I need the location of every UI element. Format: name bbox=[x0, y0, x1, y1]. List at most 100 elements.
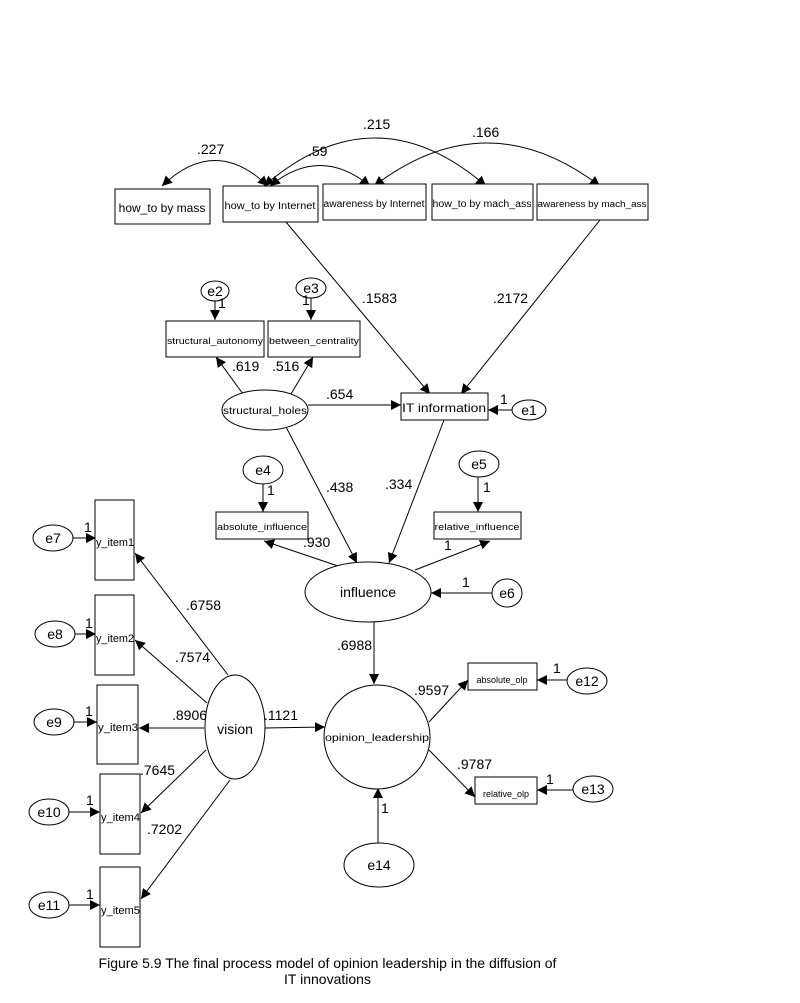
coef-vision-to-y4: .7645 bbox=[140, 762, 175, 778]
label-structural-autonomy: structural_autonomy bbox=[167, 336, 264, 346]
path-vision-to-y4 bbox=[140, 749, 207, 814]
weight-e5: 1 bbox=[483, 479, 491, 495]
box-it-information bbox=[400, 392, 489, 421]
box-relative-influence bbox=[433, 511, 522, 540]
error-e12 bbox=[566, 667, 608, 695]
label-how-to-mass: how_to by mass bbox=[119, 201, 206, 215]
latent-structural-holes bbox=[221, 389, 309, 431]
error-e13 bbox=[572, 775, 614, 803]
weight-e12: 1 bbox=[553, 660, 561, 676]
label-vision: vision bbox=[217, 721, 253, 737]
box-how-to-mass bbox=[114, 188, 211, 225]
path-vision-to-y2 bbox=[134, 639, 208, 704]
box-awareness-mach bbox=[536, 183, 649, 221]
path-ol-to-absolute-olp bbox=[428, 679, 469, 723]
coef-vision-to-y5: .7202 bbox=[147, 821, 182, 837]
box-how-to-mach bbox=[431, 183, 534, 221]
label-opinion-leadership: opinion_leadership bbox=[325, 733, 430, 744]
path-sh-to-autonomy bbox=[215, 356, 244, 395]
coef-awmach-to-it: .2172 bbox=[493, 290, 528, 306]
label-y-item1: y_item1 bbox=[96, 537, 134, 549]
weight-e11: 1 bbox=[86, 886, 94, 902]
path-influence-to-relative bbox=[414, 539, 491, 571]
coef-ol-to-absolute-olp: .9597 bbox=[414, 682, 449, 698]
cov-arc-mass-internet bbox=[161, 160, 269, 187]
label-y-item5: y_item5 bbox=[101, 905, 140, 917]
label-how-to-mach: how_to by mach_ass bbox=[433, 199, 532, 210]
error-e14 bbox=[343, 842, 415, 888]
label-e12: e12 bbox=[575, 673, 599, 689]
coef-vision-to-y1: .6758 bbox=[186, 597, 221, 613]
label-e14: e14 bbox=[367, 857, 391, 873]
weight-e1: 1 bbox=[500, 391, 508, 407]
label-e8: e8 bbox=[47, 626, 63, 642]
coef-sh-to-influence: .438 bbox=[326, 479, 353, 495]
weight-e13: 1 bbox=[546, 771, 554, 787]
weight-e6: 1 bbox=[462, 574, 470, 590]
weight-e10: 1 bbox=[86, 792, 94, 808]
error-e7 bbox=[32, 524, 74, 552]
label-between-centrality: between_centrality bbox=[269, 336, 360, 346]
box-y-item2 bbox=[94, 594, 135, 676]
weight-e2: 1 bbox=[218, 295, 226, 311]
weight-e7: 1 bbox=[84, 519, 92, 535]
cov-arc-howint-awint bbox=[269, 165, 371, 187]
coef-sh-to-autonomy: .619 bbox=[232, 358, 259, 374]
label-e9: e9 bbox=[46, 714, 62, 730]
coef-howint-to-it: .1583 bbox=[362, 290, 397, 306]
coef-cov-howint-awint: .59 bbox=[308, 143, 328, 159]
latent-influence bbox=[304, 561, 432, 623]
path-it-to-influence bbox=[387, 419, 445, 564]
label-e11: e11 bbox=[38, 897, 61, 913]
weight-e9: 1 bbox=[85, 703, 93, 719]
caption-line-2: IT innovations bbox=[284, 971, 371, 987]
box-y-item3 bbox=[96, 684, 139, 765]
label-awareness-mach: awareness by mach_ass bbox=[538, 199, 648, 209]
label-y-item3: y_item3 bbox=[98, 722, 138, 734]
label-relative-olp: relative_olp bbox=[483, 789, 529, 799]
coef-influence-to-absolute: .930 bbox=[303, 534, 330, 550]
box-y-item4 bbox=[99, 773, 141, 855]
box-absolute-olp bbox=[467, 662, 538, 691]
path-influence-to-absolute bbox=[263, 539, 339, 567]
path-vision-to-y1 bbox=[134, 552, 229, 676]
coef-cov-mass-internet: .227 bbox=[197, 141, 224, 157]
latent-vision bbox=[204, 674, 266, 780]
label-e7: e7 bbox=[45, 530, 61, 546]
box-absolute-influence bbox=[215, 511, 309, 540]
weight-e4: 1 bbox=[267, 482, 275, 498]
error-e11 bbox=[28, 891, 70, 919]
box-awareness-internet bbox=[322, 183, 427, 221]
box-relative-olp bbox=[474, 776, 538, 805]
path-ol-to-relative-olp bbox=[428, 749, 476, 798]
label-awareness-internet: awareness by Internet bbox=[324, 199, 425, 210]
error-e9 bbox=[33, 708, 75, 736]
label-y-item4: y_item4 bbox=[101, 812, 140, 824]
coef-sh-to-between: .516 bbox=[272, 358, 299, 374]
weight-e8: 1 bbox=[85, 615, 93, 631]
label-e1: e1 bbox=[521, 402, 537, 418]
label-e13: e13 bbox=[581, 781, 605, 797]
label-e10: e10 bbox=[37, 804, 61, 820]
label-e3: e3 bbox=[303, 280, 319, 296]
label-influence: influence bbox=[340, 584, 396, 600]
coef-influence-to-ol: .6988 bbox=[337, 637, 372, 653]
path-vision-to-y5 bbox=[140, 779, 231, 900]
label-how-to-internet: how_to by Internet bbox=[225, 201, 316, 212]
coef-cov-awint-awmach: .166 bbox=[472, 124, 499, 140]
coef-ol-to-relative-olp: .9787 bbox=[457, 756, 492, 772]
label-structural-holes: structural_holes bbox=[223, 406, 307, 417]
cov-arc-awint-awmach bbox=[373, 142, 601, 187]
coef-influence-to-relative: 1 bbox=[444, 537, 452, 553]
label-e2: e2 bbox=[207, 283, 223, 299]
error-e8 bbox=[34, 620, 76, 648]
coef-vision-to-ol: .1121 bbox=[264, 707, 298, 723]
latent-opinion-leadership bbox=[323, 684, 431, 790]
coef-cov-howint-howmach: .215 bbox=[363, 116, 390, 132]
path-vision-to-ol bbox=[264, 722, 326, 733]
label-it-information: IT information bbox=[402, 401, 486, 415]
figure-caption: Figure 5.9 The final process model of op… bbox=[0, 955, 655, 987]
error-e10 bbox=[28, 798, 70, 826]
cov-arc-howint-howmach bbox=[263, 137, 487, 187]
